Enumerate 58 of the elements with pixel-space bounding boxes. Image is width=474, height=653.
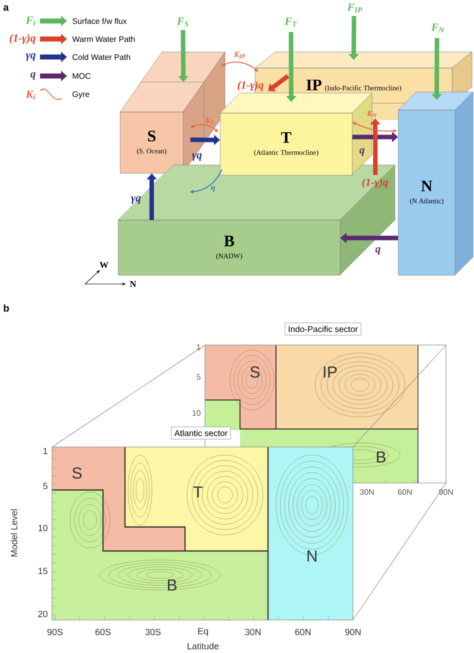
region-label: S (72, 467, 82, 479)
tick-label: 60S (95, 628, 111, 636)
edge-label: F$_{N}$ (431, 24, 444, 32)
sector-label-box: Atlantic sector (171, 426, 231, 440)
edge-label: K$_{N}$ (366, 110, 377, 118)
edge-label: K$_{IP}$ (234, 52, 246, 58)
tick-label: 1 (43, 448, 48, 454)
edge-label: F$_{IP}$ (347, 4, 362, 12)
legend-symbol: K$_{i}$ (26, 90, 36, 100)
legend-symbol: γq (26, 53, 36, 61)
node-label: B (224, 236, 234, 246)
region-label: N (308, 550, 316, 562)
tick-label: 5 (196, 374, 200, 380)
legend-symbol: (1-γ)q (10, 34, 36, 44)
region-label: T (193, 486, 203, 498)
edge-label: (1-γ)q (238, 81, 264, 91)
node-label: S (148, 130, 156, 142)
region-label: B (376, 452, 386, 462)
tick-label: 90S (47, 628, 63, 636)
axis-title: Latitude (188, 642, 219, 650)
tick-label: Eq (198, 628, 208, 636)
tick-label: 5 (43, 482, 48, 490)
edge-label: γq (131, 196, 141, 204)
legend-symbol: F$_{i}$ (26, 16, 36, 26)
tick-label: 10 (192, 410, 200, 416)
tick-label: 1 (196, 344, 200, 350)
panel-letter: a (4, 5, 9, 11)
edge-label: F$_{T}$ (284, 18, 298, 26)
sector-label-box: Indo-Pacific sector (284, 322, 362, 336)
arrow (190, 168, 222, 194)
axis-title: Model Level (10, 509, 18, 557)
tick-label: 90N (439, 489, 453, 495)
region-label: S (250, 366, 260, 378)
tick-label: 30N (360, 489, 374, 495)
edge-label: K$_{S}$ (205, 118, 214, 124)
edge-label: q (359, 148, 364, 156)
tick-label: 90N (345, 628, 361, 636)
tick-label: 30N (245, 628, 261, 636)
edge-label: (1-γ)q (362, 178, 388, 188)
panel-letter: b (4, 304, 9, 312)
edge-label: q (375, 247, 380, 255)
legend-symbol: q (30, 72, 36, 80)
region-label: IP (324, 366, 337, 378)
compass-letter: W (100, 262, 108, 268)
legend-text: Surface f/w flux (72, 18, 127, 24)
tick-label: 10 (38, 524, 48, 532)
legend-text: Gyre (72, 91, 90, 99)
tick-label: 60N (295, 628, 311, 636)
edge-label: η (210, 186, 215, 192)
legend-text: Warm Water Path (72, 36, 135, 42)
tick-label: 60N (398, 489, 412, 495)
arrow (268, 74, 290, 92)
tick-label: 20 (38, 610, 48, 618)
edge-label: F$_{S}$ (176, 18, 188, 26)
region-label: B (168, 580, 176, 590)
legend-text: MOC (72, 73, 91, 79)
tick-label: 15 (38, 568, 48, 574)
tick-label: 30S (145, 628, 161, 636)
